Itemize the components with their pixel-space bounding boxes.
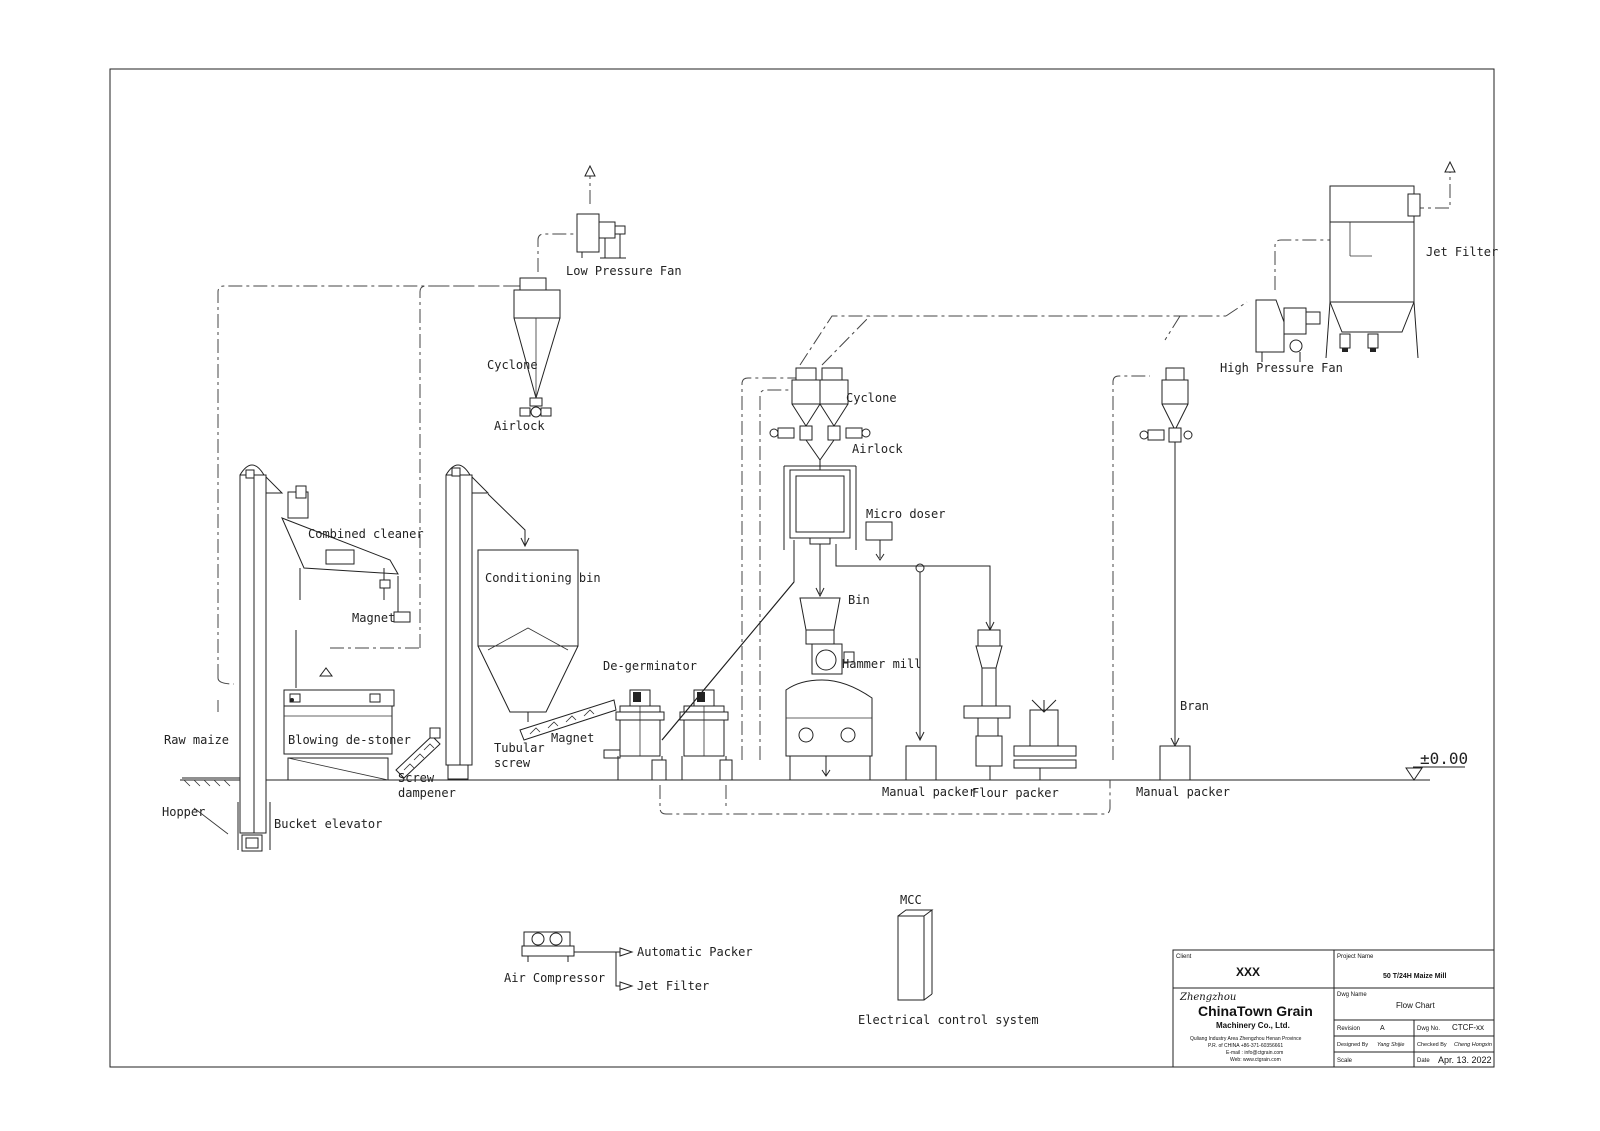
label-bin: Bin xyxy=(848,593,870,607)
title-block: Client XXX Project Name 50 T/24H Maize M… xyxy=(1172,949,1495,1068)
label-manual-packer-2: Manual packer xyxy=(1136,785,1230,799)
label-electrical-control: Electrical control system xyxy=(858,1013,1039,1027)
hammer-mill xyxy=(785,597,873,781)
label-bran: Bran xyxy=(1180,699,1209,713)
micro-doser-box xyxy=(865,521,893,541)
drawing-border xyxy=(109,68,1495,1068)
degerminator-2 xyxy=(679,689,733,781)
web: Web: www.ctgrain.com xyxy=(1230,1057,1281,1063)
manual-packer-1-box xyxy=(905,745,937,781)
cyclone-3 xyxy=(1139,367,1193,748)
label-air-compressor: Air Compressor xyxy=(504,971,605,985)
low-pressure-fan xyxy=(576,213,626,259)
date-label: Date xyxy=(1417,1058,1430,1064)
label-magnet-2: Magnet xyxy=(551,731,594,745)
label-magnet-1: Magnet xyxy=(352,611,395,625)
client-label: Client xyxy=(1176,954,1192,960)
revision-value: A xyxy=(1380,1025,1385,1032)
client-value: XXX xyxy=(1236,965,1260,979)
level-mark xyxy=(1405,766,1465,781)
company-script: Zhengzhou xyxy=(1179,992,1236,1003)
label-automatic-packer: Automatic Packer xyxy=(637,945,753,959)
address-2: P.R. of CHINA +86-371-60356661 xyxy=(1208,1043,1283,1049)
label-high-pressure-fan: High Pressure Fan xyxy=(1220,361,1343,375)
manual-packer-2-box xyxy=(1159,745,1191,781)
high-pressure-fan xyxy=(1255,299,1321,362)
label-jet-filter: Jet Filter xyxy=(1426,245,1498,259)
hopper-hatch xyxy=(182,777,240,787)
combined-cleaner xyxy=(281,485,408,613)
company-name: ChinaTown Grain xyxy=(1198,1003,1313,1019)
label-tubular-screw-2: screw xyxy=(494,756,531,770)
magnet-1-icon xyxy=(393,611,411,623)
blowing-destoner xyxy=(283,689,395,781)
scale-label: Scale xyxy=(1337,1058,1353,1064)
label-cyclone-2: Cyclone xyxy=(846,391,897,405)
label-level: ±0.00 xyxy=(1420,749,1468,768)
label-airlock-1: Airlock xyxy=(494,419,545,433)
label-degerminator: De-germinator xyxy=(603,659,697,673)
tubular-screw xyxy=(519,699,617,741)
screw-dampener xyxy=(395,727,441,779)
label-airlock-2: Airlock xyxy=(852,442,903,456)
label-low-pressure-fan: Low Pressure Fan xyxy=(566,264,682,278)
dwg-no-value: CTCF-xx xyxy=(1452,1023,1484,1032)
address-1: Quliang Industry Area Zhengzhou Henan Pr… xyxy=(1190,1036,1302,1042)
aspiration-ducts xyxy=(217,160,1456,815)
designed-value: Yang Shijie xyxy=(1377,1042,1404,1048)
mcc-cabinet xyxy=(897,909,934,1001)
cyclone-2-pair xyxy=(769,367,871,461)
degerminator-1 xyxy=(603,689,667,781)
label-screw-dampener-1: Screw xyxy=(398,771,435,785)
label-combined-cleaner: Combined cleaner xyxy=(308,527,424,541)
company-sub: Machinery Co., Ltd. xyxy=(1216,1021,1290,1030)
filter-stand xyxy=(783,460,857,550)
labels: Low Pressure Fan Cyclone Airlock Cyclone… xyxy=(162,245,1498,1027)
bucket-elevator-1 xyxy=(237,464,284,852)
project-value: 50 T/24H Maize Mill xyxy=(1383,973,1446,980)
date-value: Apr. 13. 2022 xyxy=(1438,1055,1492,1065)
dwg-no-label: Dwg No. xyxy=(1417,1026,1440,1032)
label-raw-maize: Raw maize xyxy=(164,733,229,747)
revision-label: Revision xyxy=(1337,1026,1360,1032)
label-manual-packer-1: Manual packer xyxy=(882,785,976,799)
label-flour-packer: Flour packer xyxy=(972,786,1059,800)
jet-filter xyxy=(1325,185,1421,359)
dwg-name-label: Dwg Name xyxy=(1337,992,1367,998)
label-bucket-elevator: Bucket elevator xyxy=(274,817,382,831)
dwg-name-value: Flow Chart xyxy=(1396,1001,1435,1010)
designed-label: Designed By xyxy=(1337,1042,1368,1048)
label-micro-doser: Micro doser xyxy=(866,507,945,521)
bucket-elevator-2 xyxy=(445,464,530,780)
label-cyclone-1: Cyclone xyxy=(487,358,538,372)
checked-label: Checked By xyxy=(1417,1042,1447,1048)
label-hammer-mill: Hammer mill xyxy=(842,657,921,671)
air-compressor xyxy=(521,931,634,991)
conditioning-bin xyxy=(477,549,579,722)
label-jet-filter-2: Jet Filter xyxy=(637,979,709,993)
cyclone-1 xyxy=(513,277,561,418)
label-tubular-screw-1: Tubular xyxy=(494,741,545,755)
email: E-mail : info@ctgrain.com xyxy=(1226,1050,1283,1056)
label-screw-dampener-2: dampener xyxy=(398,786,456,800)
label-mcc: MCC xyxy=(900,893,922,907)
project-label: Project Name xyxy=(1337,954,1374,960)
label-blowing-destoner: Blowing de-stoner xyxy=(288,733,411,747)
flour-packer xyxy=(963,629,1077,780)
label-conditioning-bin: Conditioning bin xyxy=(485,571,601,585)
checked-value: Cheng Hongxin xyxy=(1454,1042,1492,1048)
